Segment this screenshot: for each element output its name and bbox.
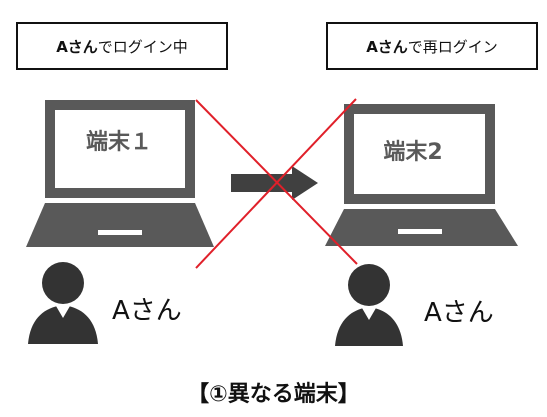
- status-box-left: Aさんでログイン中: [16, 22, 228, 70]
- cross-mark-icon: [195, 98, 358, 269]
- person-icon: [28, 262, 98, 344]
- person-icon: [335, 264, 403, 346]
- status-text-right: で再ログイン: [407, 37, 498, 56]
- laptop-icon: [325, 104, 518, 246]
- user-name-right: Aさん: [424, 298, 494, 328]
- arrow-right-icon: [231, 166, 318, 200]
- status-text-left: でログイン中: [97, 37, 188, 56]
- status-user-right: Aさん: [366, 37, 408, 56]
- device-label-right: 端末2: [383, 140, 443, 165]
- device-label-left: 端末１: [85, 130, 152, 155]
- user-name-left: Aさん: [112, 296, 182, 326]
- diagram-caption: 【①異なる端末】: [187, 382, 360, 407]
- laptop-icon: [26, 100, 214, 247]
- status-box-right: Aさんで再ログイン: [326, 22, 538, 70]
- status-user-left: Aさん: [56, 37, 98, 56]
